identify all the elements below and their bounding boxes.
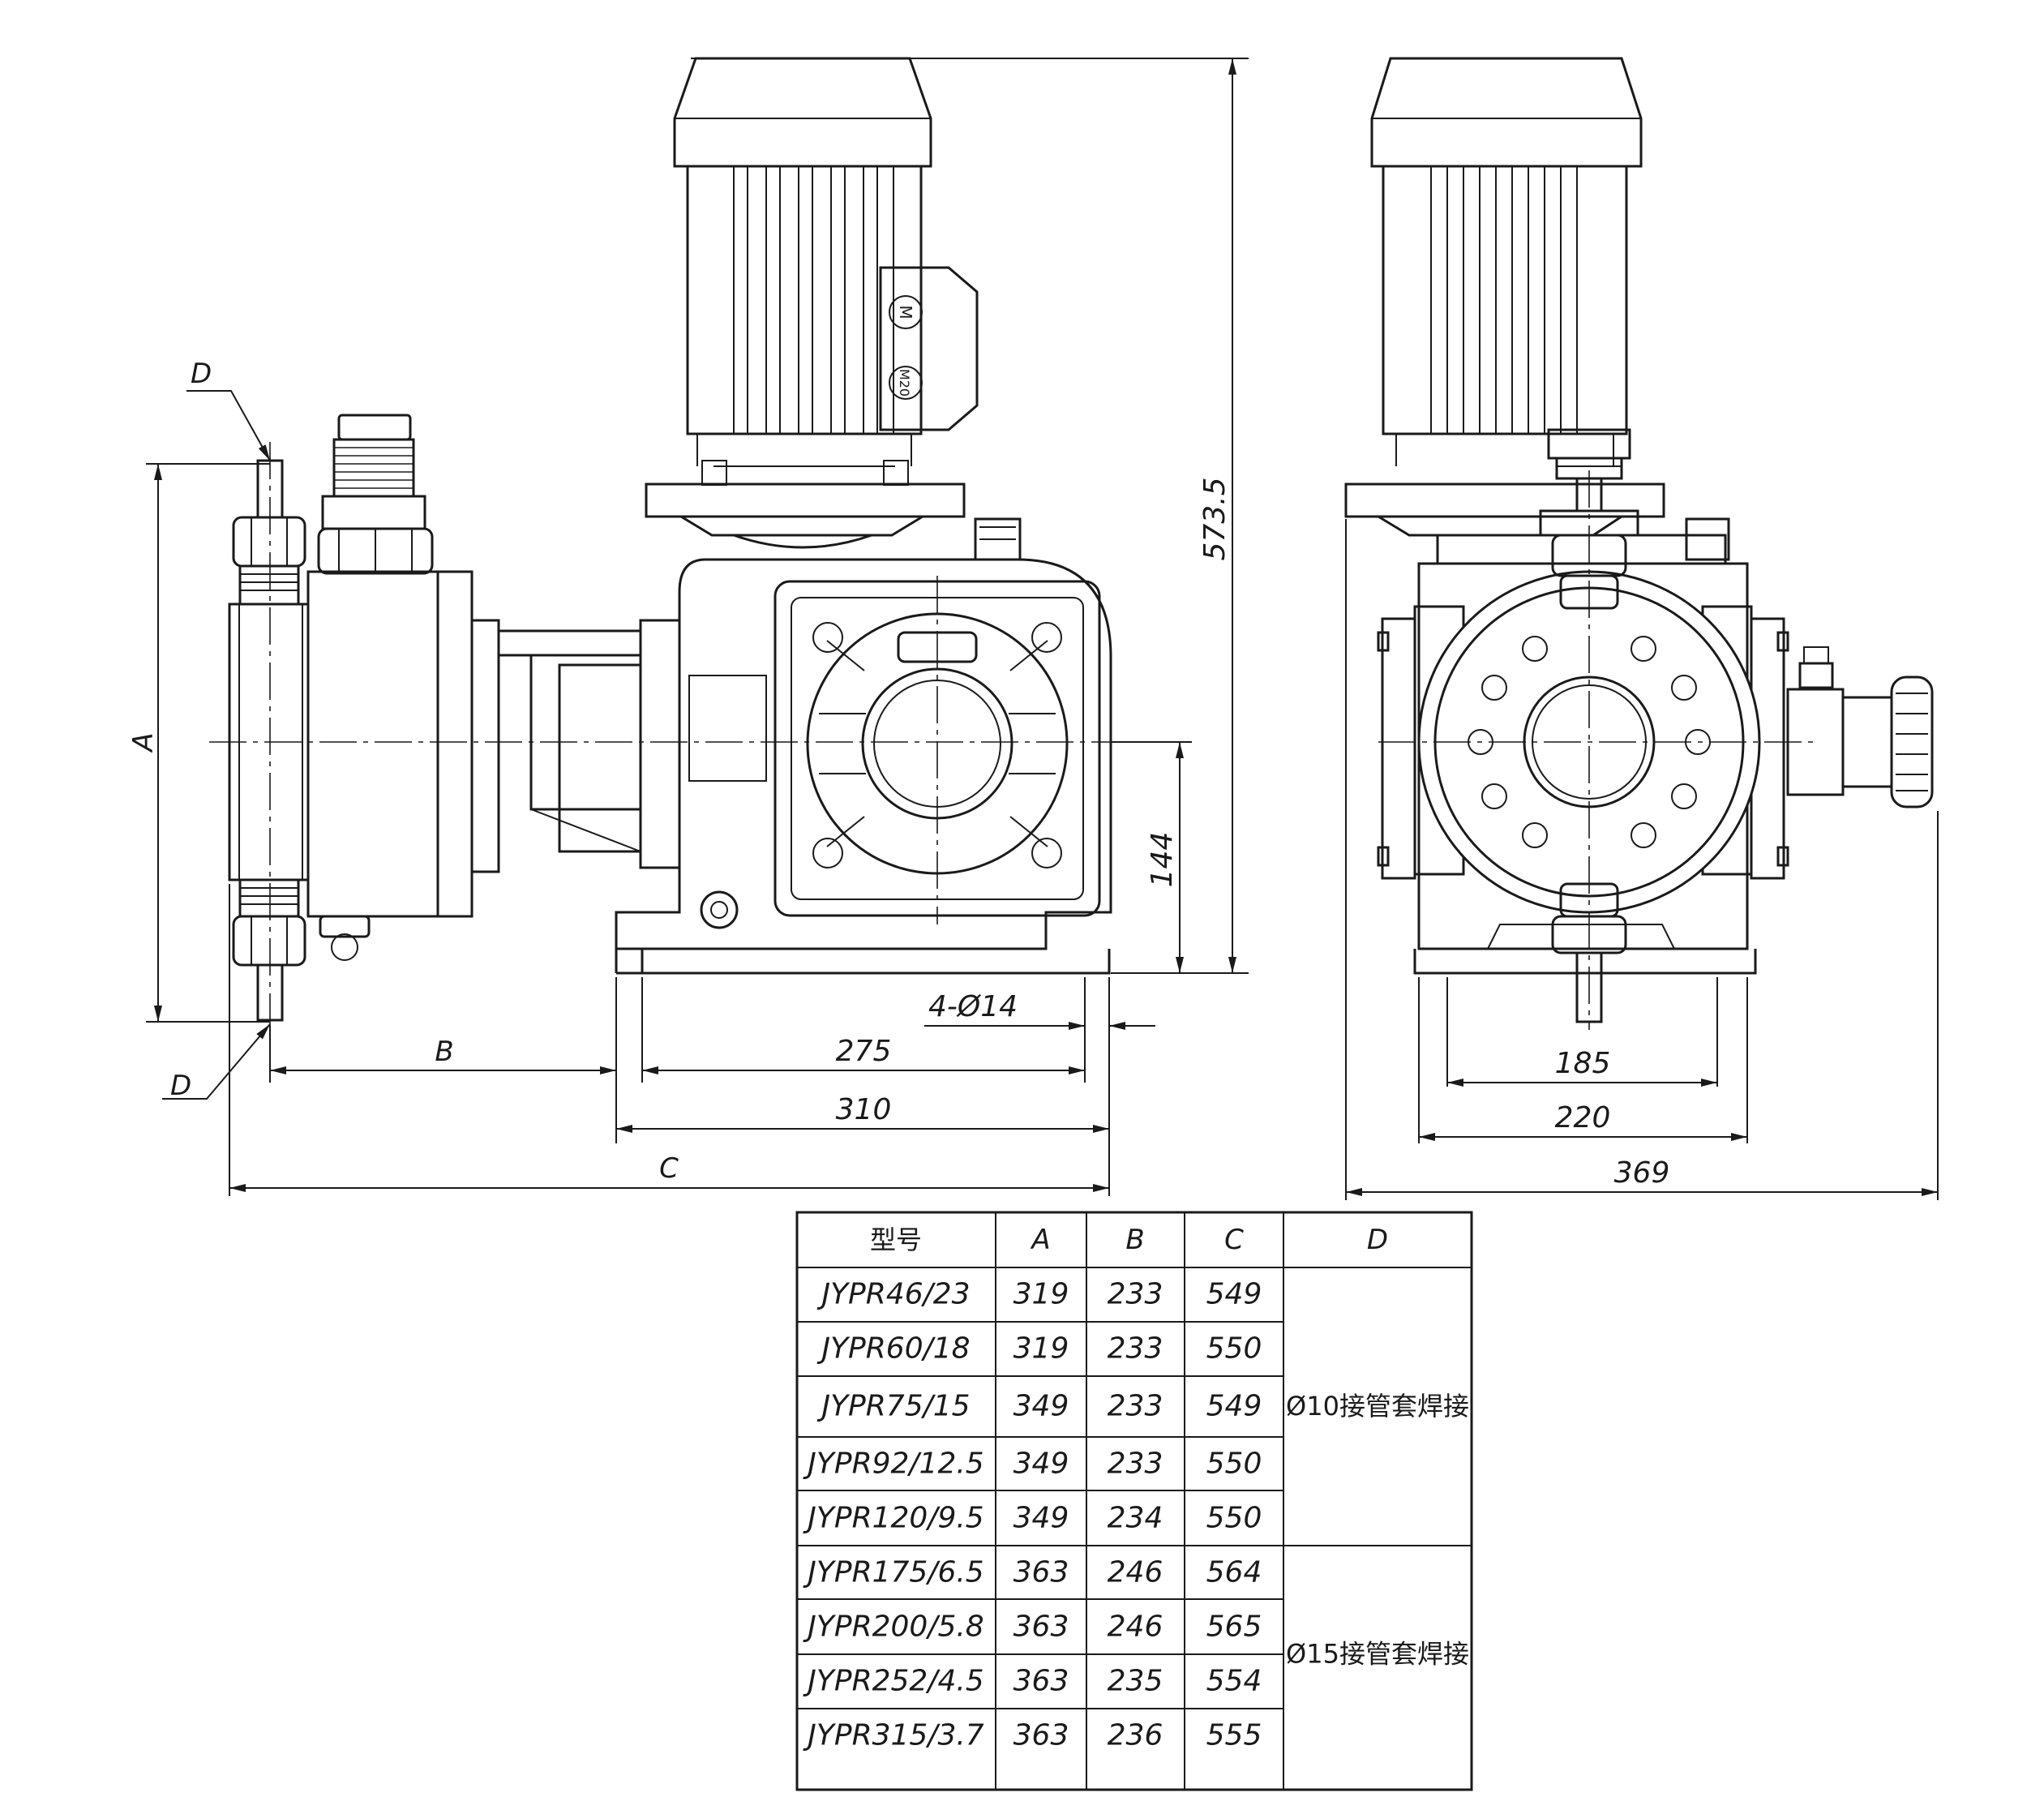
motor-flange [645,482,966,518]
table-header-cell: A [1030,1224,1050,1256]
table-cell: 554 [1206,1665,1262,1698]
table-d-cell: Ø15接管套焊接 [1286,1639,1469,1670]
table-header-cell: D [1367,1224,1388,1256]
dimension-labels: 573.5 144 A D D 4-Ø14 B 275 310 C 185 22… [127,358,1669,1190]
table-cell: 349 [1013,1502,1069,1535]
table-cell: 549 [1206,1278,1262,1311]
dim-220: 220 [1555,1101,1611,1134]
table-cell: 246 [1108,1610,1163,1644]
dim-573-5: 573.5 [1198,477,1232,560]
table-cell: 246 [1108,1556,1163,1589]
table-cell: 564 [1206,1556,1262,1589]
stroke-knob [1786,646,1934,808]
table-cell: JYPR46/23 [816,1278,970,1311]
dim-185: 185 [1555,1047,1611,1080]
table-cell: 555 [1206,1719,1262,1752]
motor-m20-badge: M20 [897,369,912,397]
front-view [209,57,1151,1030]
table-cell: 349 [1013,1447,1069,1481]
dim-369: 369 [1614,1156,1670,1190]
table-cell: 235 [1108,1665,1163,1698]
table-cell: JYPR92/12.5 [803,1447,983,1481]
table-cell: 550 [1206,1332,1262,1366]
table-cell: JYPR252/4.5 [803,1665,983,1698]
table-cell: 363 [1013,1556,1069,1589]
table-cell: 233 [1108,1447,1163,1481]
dim-b: B [435,1036,453,1068]
table-header-cell: B [1125,1224,1144,1256]
dim-310: 310 [836,1093,892,1126]
discharge-valve [232,459,306,606]
table-cell: JYPR200/5.8 [803,1610,983,1644]
table-cell: 363 [1013,1719,1069,1752]
table-cell: JYPR60/18 [816,1332,970,1366]
dim-d-top: D [191,358,212,390]
table-cell: 236 [1108,1719,1163,1752]
table-cell: JYPR175/6.5 [803,1556,983,1589]
dim-holes: 4-Ø14 [928,990,1018,1023]
dim-275: 275 [836,1035,892,1068]
table-cell: 549 [1206,1390,1262,1423]
dim-d-bottom: D [170,1070,191,1102]
table-cell: JYPR315/3.7 [803,1719,984,1752]
suction-valve [232,878,306,1022]
dim-a: A [127,732,160,753]
table-cell: 363 [1013,1610,1069,1644]
table-header-cell: 型号 [870,1224,922,1255]
dim-c: C [659,1152,679,1185]
table-cell: 234 [1108,1502,1163,1535]
table-cell: JYPR75/15 [816,1390,970,1423]
table-cell: 233 [1108,1390,1163,1423]
table-cell: 319 [1013,1332,1069,1366]
table-cell: 565 [1206,1610,1262,1644]
gearbox-housing [615,517,1112,975]
dim-144: 144 [1146,832,1179,888]
dimension-lines [146,58,1939,1200]
table-cell: 550 [1206,1502,1262,1535]
motor [673,57,979,486]
table-cell: 363 [1013,1665,1069,1698]
motor-m-badge: M [896,305,915,319]
connecting-block [497,619,681,869]
table-cell: 233 [1108,1278,1163,1311]
table-cell: JYPR120/9.5 [803,1502,983,1535]
table-cell: 319 [1013,1278,1069,1311]
table-cell: 233 [1108,1332,1163,1366]
table-header-cell: C [1224,1224,1244,1256]
table-d-cell: Ø10接管套焊接 [1286,1391,1469,1422]
side-view [1344,57,1934,1030]
table-cell: 550 [1206,1447,1262,1481]
table-cell: 349 [1013,1390,1069,1423]
side-motor [1370,57,1643,466]
